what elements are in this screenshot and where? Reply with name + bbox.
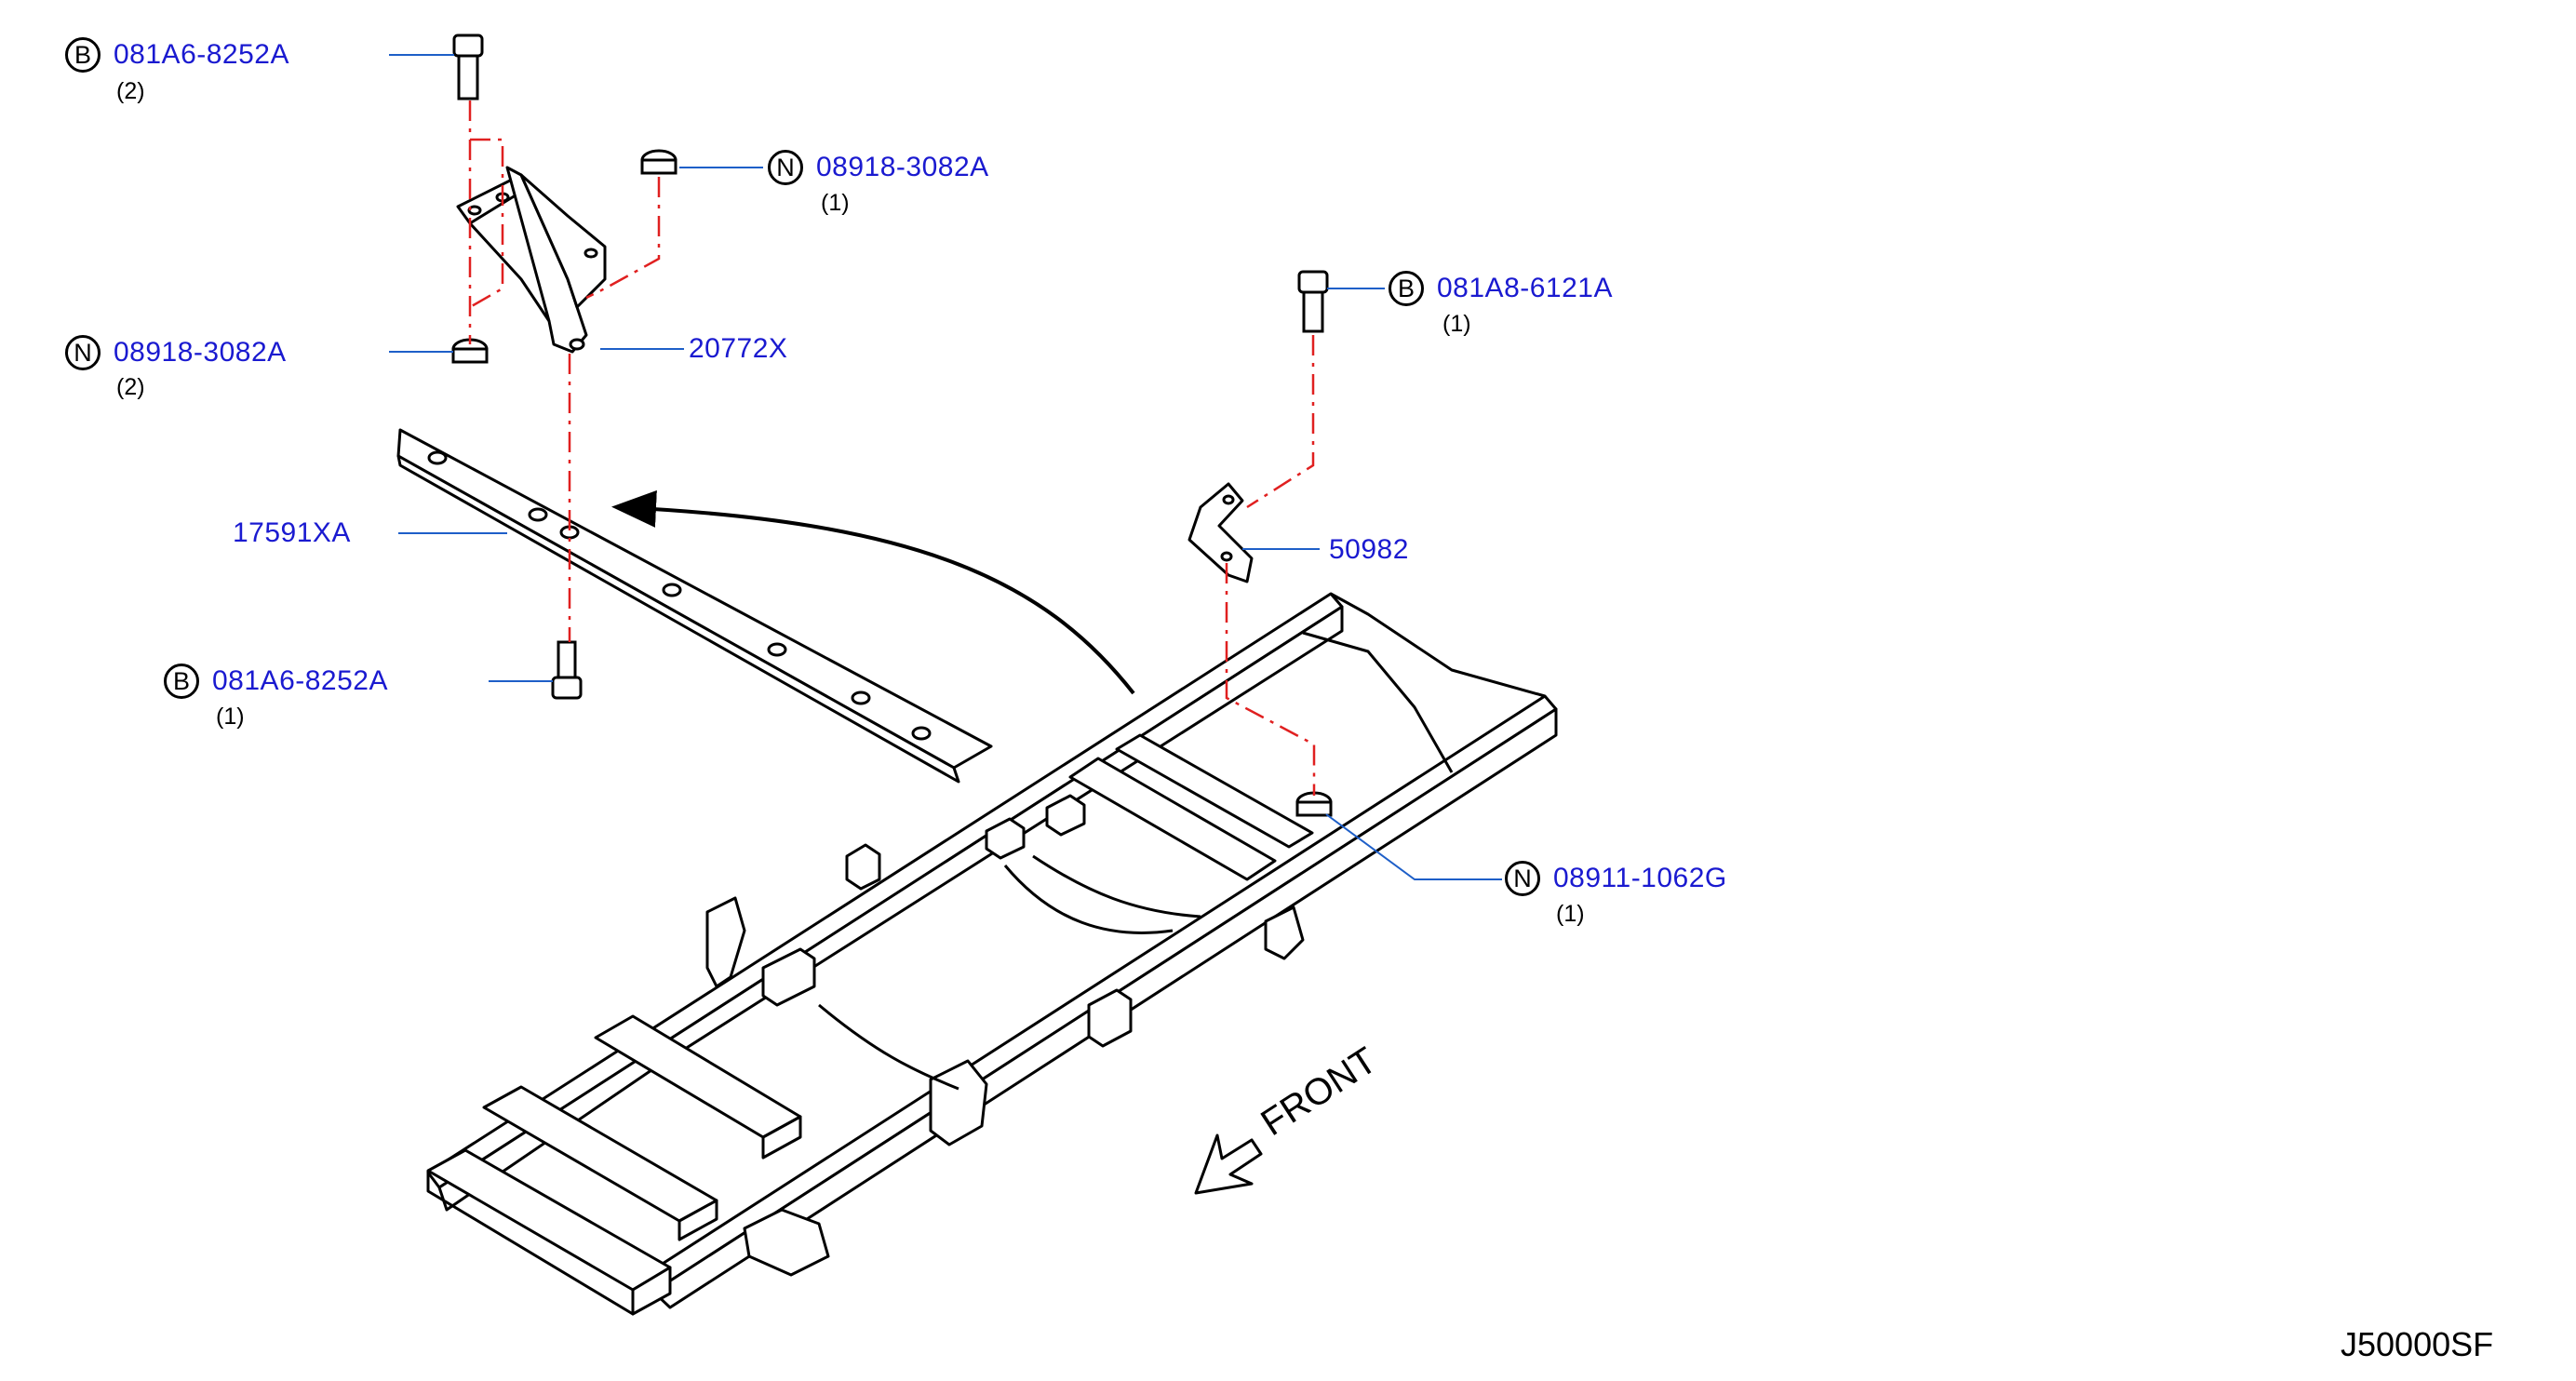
quantity: (2): [116, 374, 145, 400]
quantity: (1): [821, 190, 850, 216]
quantity: (1): [1556, 901, 1585, 927]
part-number[interactable]: 081A6-8252A: [114, 39, 289, 70]
quantity: (1): [216, 704, 245, 730]
code-circle: B: [164, 664, 199, 699]
leader-lines: [389, 54, 1502, 880]
code-circle: N: [768, 150, 803, 185]
bracket-part-number[interactable]: 20772X: [689, 333, 788, 364]
quantity: (2): [116, 78, 145, 104]
code-circle: N: [65, 335, 101, 370]
part-number[interactable]: 081A8-6121A: [1437, 273, 1613, 303]
quantity: (1): [1442, 311, 1471, 337]
code-circle: B: [65, 37, 101, 73]
callout-nut-top: N 08918-3082A: [768, 147, 989, 188]
rail-part-number[interactable]: 17591XA: [233, 517, 351, 548]
part-number[interactable]: 08911-1062G: [1553, 863, 1727, 893]
callout-nut-frame: N 08911-1062G: [1505, 858, 1727, 899]
plate: [1187, 482, 1254, 583]
callout-bolt-right: B 081A8-6121A: [1389, 268, 1613, 309]
diagram-id: J50000SF: [2341, 1325, 2494, 1363]
callout-bolt-rail: B 081A6-8252A: [164, 661, 388, 702]
code-circle: B: [1389, 271, 1424, 306]
part-number[interactable]: 08918-3082A: [114, 337, 287, 368]
plate-part-number[interactable]: 50982: [1329, 534, 1409, 565]
callout-bolt-top: B 081A6-8252A: [65, 34, 289, 75]
front-arrow-icon: [1194, 1133, 1263, 1195]
mounting-rail: [396, 428, 993, 784]
fasteners: [451, 34, 1333, 817]
part-number[interactable]: 081A6-8252A: [212, 665, 388, 696]
assembly-centerlines: [468, 101, 1316, 796]
relocation-arrow: [611, 489, 1135, 695]
code-circle: N: [1505, 861, 1540, 896]
bracket: [456, 166, 607, 354]
part-number[interactable]: 08918-3082A: [816, 152, 989, 182]
callout-nut-bracket: N 08918-3082A: [65, 332, 287, 373]
chassis-frame: [426, 592, 1558, 1316]
